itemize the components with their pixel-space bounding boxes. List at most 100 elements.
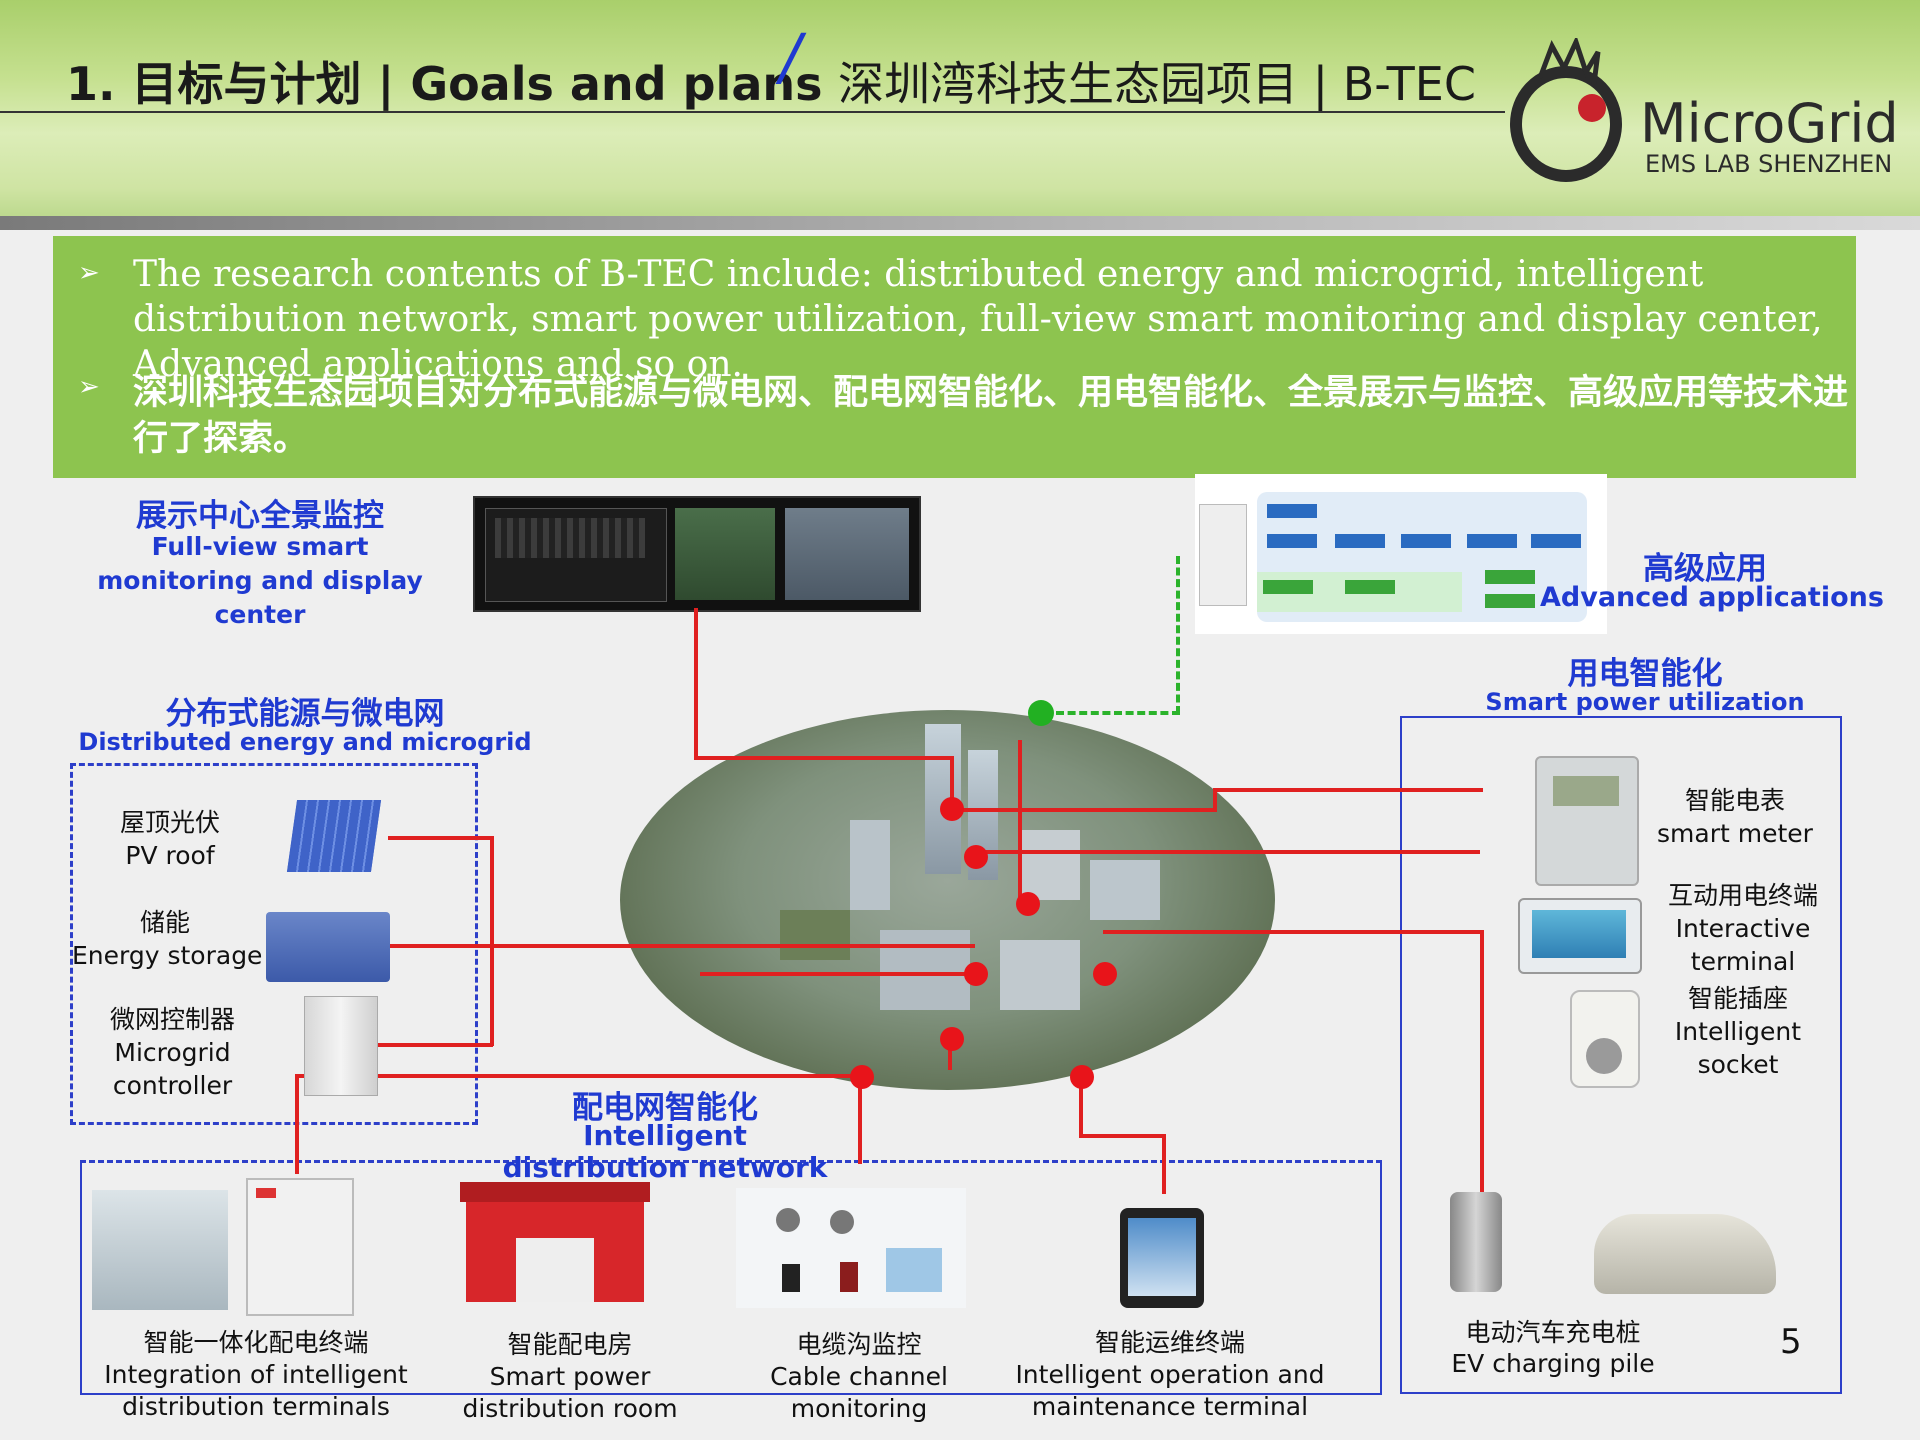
red-line [950, 808, 1215, 812]
distribution-heading-zh: 配电网智能化 [572, 1090, 758, 1126]
smart-socket-label-zh: 智能插座 [1687, 984, 1788, 1013]
maintenance-terminal-label-zh: 智能运维终端 [1094, 1328, 1245, 1357]
battery-pack-icon [266, 912, 390, 982]
header-divider [0, 111, 1505, 113]
maintenance-terminal-label-en1: Intelligent operation and [1015, 1360, 1325, 1389]
slide-title-right: 深圳湾科技生态园项目 | B-TEC [838, 57, 1476, 111]
header-bottom-bar [0, 216, 1920, 230]
distribution-room-label-zh: 智能配电房 [507, 1330, 633, 1359]
junction-dot [850, 1065, 874, 1089]
cable-monitoring-label-zh: 电缆沟监控 [796, 1330, 922, 1359]
red-line [375, 1043, 493, 1047]
pv-roof-label-en: PV roof [125, 841, 215, 870]
ev-label-zh: 电动汽车充电桩 [1465, 1318, 1641, 1347]
advanced-heading-en: Advanced applications [1540, 582, 1884, 613]
red-line [1162, 1134, 1166, 1194]
energy-storage-label-zh: 储能 [139, 908, 190, 937]
junction-dot [1016, 892, 1040, 916]
junction-dot [1070, 1065, 1094, 1089]
controller-cabinet-icon [304, 996, 378, 1096]
distribution-heading-en: Intelligent distribution network [502, 1119, 828, 1184]
red-line [1213, 790, 1217, 812]
smart-power-heading-zh: 用电智能化 [1567, 656, 1723, 692]
advanced-heading-zh: 高级应用 [1643, 551, 1767, 587]
red-line [700, 972, 970, 976]
summary-banner [53, 236, 1856, 478]
junction-dot [940, 797, 964, 821]
distributed-heading-zh: 分布式能源与微电网 [165, 696, 445, 732]
maintenance-tablet-icon [1120, 1208, 1204, 1308]
arrow-bullet-icon: ➢ [78, 258, 100, 288]
electric-car-icon [1594, 1214, 1776, 1294]
smart-power-group-box [1400, 716, 1842, 1394]
pv-roof-label-zh: 屋顶光伏 [119, 808, 220, 837]
transformer-icon [92, 1190, 228, 1310]
red-line [1213, 788, 1483, 792]
interactive-terminal-icon [1518, 898, 1642, 974]
green-dashed-line [1056, 711, 1180, 715]
distribution-room-label-en2: distribution room [462, 1394, 678, 1423]
green-node-dot [1028, 700, 1054, 726]
red-line [388, 836, 492, 840]
smart-socket-icon [1570, 990, 1640, 1088]
red-line [694, 756, 952, 760]
energy-storage-label-en: Energy storage [72, 941, 263, 970]
red-line [858, 1074, 862, 1164]
slide-title-left: 1. 目标与计划 | Goals and plans [66, 57, 823, 111]
distributed-heading-en: Distributed energy and microgrid [78, 728, 532, 756]
solar-panel-icon [286, 800, 382, 872]
red-line [970, 850, 1480, 854]
smart-meter-icon [1535, 756, 1639, 886]
smart-power-heading-en: Smart power utilization [1485, 688, 1805, 716]
green-dashed-line [1176, 556, 1180, 714]
integration-terminal-label-en2: distribution terminals [122, 1392, 390, 1421]
smart-socket-label-en: Intelligent socket [1674, 1017, 1802, 1079]
banner-text-zh: 深圳科技生态园项目对分布式能源与微电网、配电网智能化、用电智能化、全景展示与监控… [133, 373, 1849, 459]
monitoring-heading-zh: 展示中心全景监控 [136, 498, 384, 534]
red-line [1103, 930, 1483, 934]
junction-dot [964, 962, 988, 986]
ev-label-en: EV charging pile [1451, 1349, 1655, 1378]
red-line [390, 944, 975, 948]
distribution-room-icon [460, 1182, 650, 1302]
maintenance-terminal-label-en2: maintenance terminal [1031, 1392, 1309, 1421]
integration-terminal-label-en1: Integration of intelligent [104, 1360, 408, 1389]
city-aerial-image [620, 710, 1275, 1090]
red-line [948, 1040, 952, 1070]
monitoring-screen-image [473, 496, 921, 612]
red-line [295, 1074, 299, 1174]
logo-sub-text: EMS LAB SHENZHEN [1645, 150, 1893, 178]
junction-dot [940, 1027, 964, 1051]
monitoring-heading-en: Full-view smart monitoring and display c… [97, 532, 423, 629]
logo-main-text: MicroGrid [1640, 92, 1899, 155]
red-line [1480, 930, 1484, 1215]
distribution-group-box [80, 1160, 1382, 1395]
red-line [1079, 1076, 1083, 1136]
microgrid-logo-icon [1500, 35, 1640, 188]
distribution-room-label-en1: Smart power [489, 1362, 651, 1391]
red-line [1079, 1134, 1164, 1138]
red-line [950, 756, 954, 810]
interactive-terminal-label-en: Interactive terminal [1675, 914, 1811, 976]
smart-meter-label-zh: 智能电表 [1684, 786, 1785, 815]
title-slash: / [780, 20, 801, 93]
microgrid-controller-label-zh: 微网控制器 [109, 1005, 235, 1034]
advanced-application-diagram [1195, 474, 1607, 634]
junction-dot [964, 845, 988, 869]
integration-terminal-label-zh: 智能一体化配电终端 [143, 1328, 369, 1357]
cable-monitoring-label-en2: monitoring [790, 1394, 928, 1423]
page-number: 5 [1780, 1322, 1802, 1362]
banner-text-en: The research contents of B-TEC include: … [133, 254, 1823, 385]
arrow-bullet-icon: ➢ [78, 372, 100, 402]
cable-monitoring-label-en1: Cable channel [770, 1362, 948, 1391]
red-line [1018, 740, 1022, 905]
microgrid-controller-label-en: Microgrid controller [112, 1038, 233, 1100]
junction-dot [1093, 962, 1117, 986]
distribution-terminal-icon [246, 1178, 354, 1316]
ev-charger-icon [1450, 1192, 1502, 1292]
smart-meter-label-en: smart meter [1657, 819, 1813, 848]
cable-monitoring-devices-icon [736, 1188, 966, 1308]
interactive-terminal-label-zh: 互动用电终端 [1667, 881, 1818, 910]
red-line [295, 1074, 860, 1078]
red-line [694, 608, 698, 758]
